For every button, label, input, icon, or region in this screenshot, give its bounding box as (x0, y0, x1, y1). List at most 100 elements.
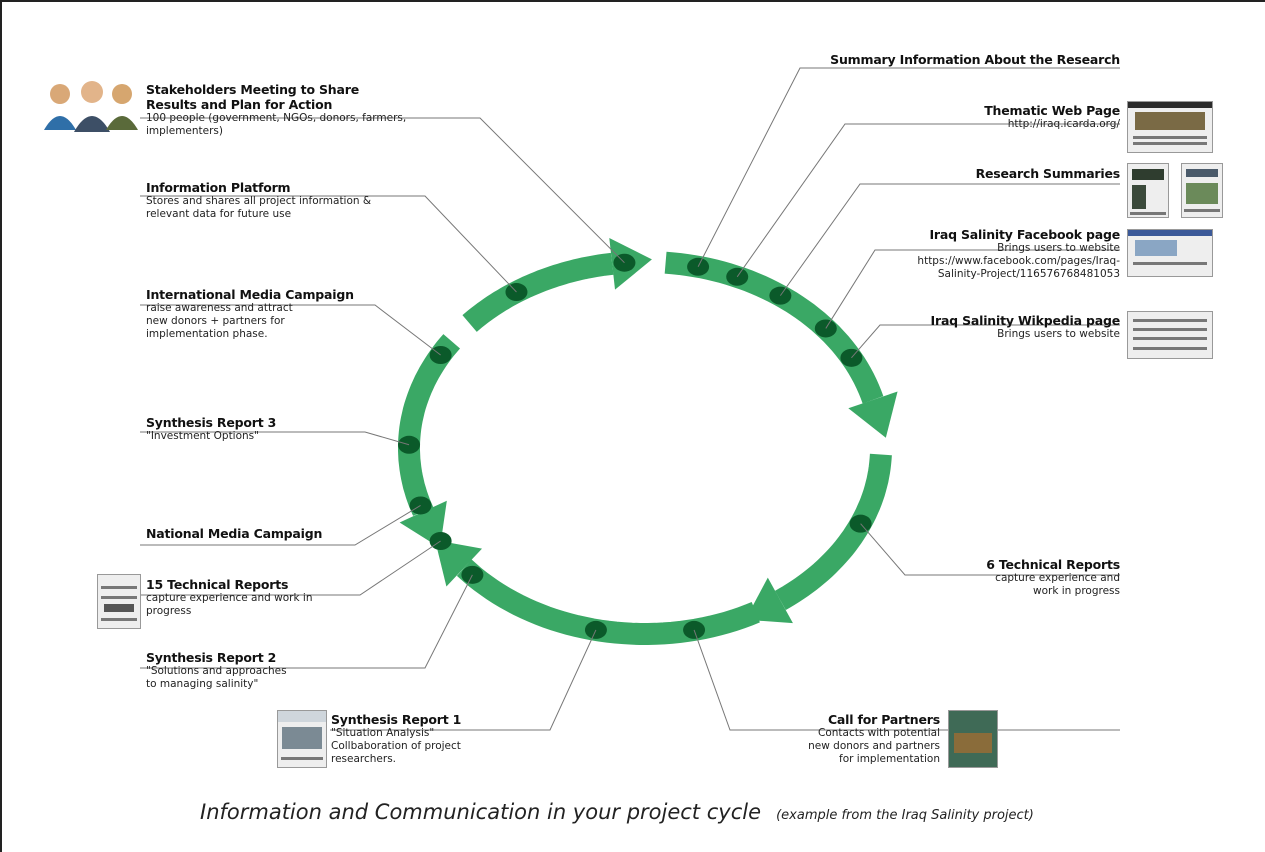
label-description-line: new donors and partners (808, 740, 940, 752)
report-cover-icon (277, 710, 327, 768)
right-label-1: Summary Information About the Research (800, 52, 1120, 67)
label-title-line: Research Summaries (975, 166, 1121, 181)
left-label-4: Synthesis Report 3"Investment Options" (146, 415, 376, 443)
label-description-line: http://iraq.icarda.org/ (1007, 118, 1120, 130)
label-title-line: Call for Partners (827, 712, 940, 727)
label-title: Synthesis Report 3 (146, 415, 376, 430)
connector-right-4 (825, 249, 1120, 329)
label-description-line: progress (146, 605, 192, 617)
label-title-line: Information Platform (146, 180, 291, 195)
cycle-arrow-4 (398, 334, 461, 516)
summary-thumbnails-icon (1127, 163, 1169, 218)
label-description-line: raise awareness and attract (146, 302, 293, 314)
call-for-partners-cover-icon (948, 710, 998, 768)
connector-right-3 (779, 183, 1120, 296)
label-title: Synthesis Report 1 (331, 712, 541, 727)
label-title: 6 Technical Reports (900, 557, 1120, 572)
label-title: Iraq Salinity Wikpedia page (880, 313, 1121, 328)
label-title: International Media Campaign (146, 287, 396, 302)
label-description-line: https://www.facebook.com/pages/Iraq- (917, 255, 1120, 267)
label-title: 15 Technical Reports (146, 577, 376, 592)
label-title: National Media Campaign (146, 526, 376, 541)
label-title-line: 6 Technical Reports (986, 557, 1120, 572)
right-label-3: Research Summaries (880, 166, 1121, 181)
label-title-line: Synthesis Report 3 (146, 415, 277, 430)
cycle-arrow-2 (774, 453, 892, 610)
connector-right-1 (697, 67, 1120, 267)
label-description-line: capture experience and work in (146, 592, 313, 604)
connector-left-6 (140, 540, 441, 596)
arrowhead-3 (435, 540, 483, 587)
summary-thumbnails-icon (1181, 163, 1223, 218)
caption-sub: (example from the Iraq Salinity project) (776, 808, 1034, 823)
cycle-arrow-3 (456, 559, 760, 645)
caption: Information and Communication in your pr… (200, 800, 1100, 824)
webpage-screenshot-icon (1127, 101, 1213, 153)
label-title-line: Iraq Salinity Facebook page (929, 227, 1120, 242)
label-description-line: Contacts with potential (818, 727, 940, 739)
label-description-line: work in progress (1033, 585, 1120, 597)
left-label-5: National Media Campaign (146, 526, 376, 541)
label-title-line: National Media Campaign (146, 526, 323, 541)
label-title-line: 15 Technical Reports (146, 577, 289, 592)
label-description: Stores and shares all project informatio… (146, 195, 446, 221)
label-title-line: Synthesis Report 2 (146, 650, 277, 665)
label-title-line: Synthesis Report 1 (331, 712, 462, 727)
label-description: Brings users to website (880, 328, 1120, 341)
label-description-line: capture experience and (995, 572, 1120, 584)
label-title: Summary Information About the Research (800, 52, 1120, 67)
connector-left-8 (330, 629, 597, 731)
label-description-line: 100 people (government, NGOs, donors, fa… (146, 112, 407, 124)
cycle-arrow-5 (462, 252, 614, 332)
label-title: Information Platform (146, 180, 446, 195)
label-description-line: new donors + partners for (146, 315, 285, 327)
label-description: 100 people (government, NGOs, donors, fa… (146, 112, 476, 138)
label-description-line: "Situation Analysis" (331, 727, 435, 739)
label-title-line: Stakeholders Meeting to Share (146, 82, 359, 97)
label-description-line: for implementation (839, 753, 940, 765)
label-description-line: Stores and shares all project informatio… (146, 195, 372, 207)
left-label-8: Synthesis Report 1"Situation Analysis"Co… (331, 712, 541, 766)
label-description-line: Salinity-Project/116576768481053 (937, 268, 1120, 280)
label-title-line: Iraq Salinity Wikpedia page (930, 313, 1121, 328)
label-description-line: implementers) (146, 125, 223, 137)
label-description-line: to managing salinity" (146, 678, 259, 690)
arrowhead-2 (745, 577, 793, 624)
label-description: http://iraq.icarda.org/ (880, 118, 1120, 131)
label-title-line: International Media Campaign (146, 287, 354, 302)
wikipedia-screenshot-icon (1127, 311, 1213, 359)
label-title: Iraq Salinity Facebook page (840, 227, 1120, 242)
label-description-line: researchers. (331, 753, 397, 765)
label-description-line: Collbaboration of project (331, 740, 461, 752)
label-title-line: Summary Information About the Research (830, 52, 1120, 67)
label-description-line: Brings users to website (997, 328, 1120, 340)
label-title: Research Summaries (880, 166, 1121, 181)
label-description-line: "Investment Options" (146, 430, 259, 442)
connector-right-5 (851, 324, 1120, 359)
connector-left-7 (140, 574, 473, 669)
label-description-line: relevant data for future use (146, 208, 292, 220)
connector-right-6 (860, 523, 1120, 576)
people-icon (44, 81, 138, 132)
arrowhead-1 (848, 391, 898, 438)
connector-left-4 (140, 431, 410, 446)
label-description-line: Brings users to website (997, 242, 1120, 254)
label-description-line: implementation phase. (146, 328, 268, 340)
report-thumbnail-icon (97, 574, 141, 629)
label-description: "Situation Analysis"Collbaboration of pr… (331, 727, 541, 766)
label-description-line: "Solutions and approaches (146, 665, 287, 677)
